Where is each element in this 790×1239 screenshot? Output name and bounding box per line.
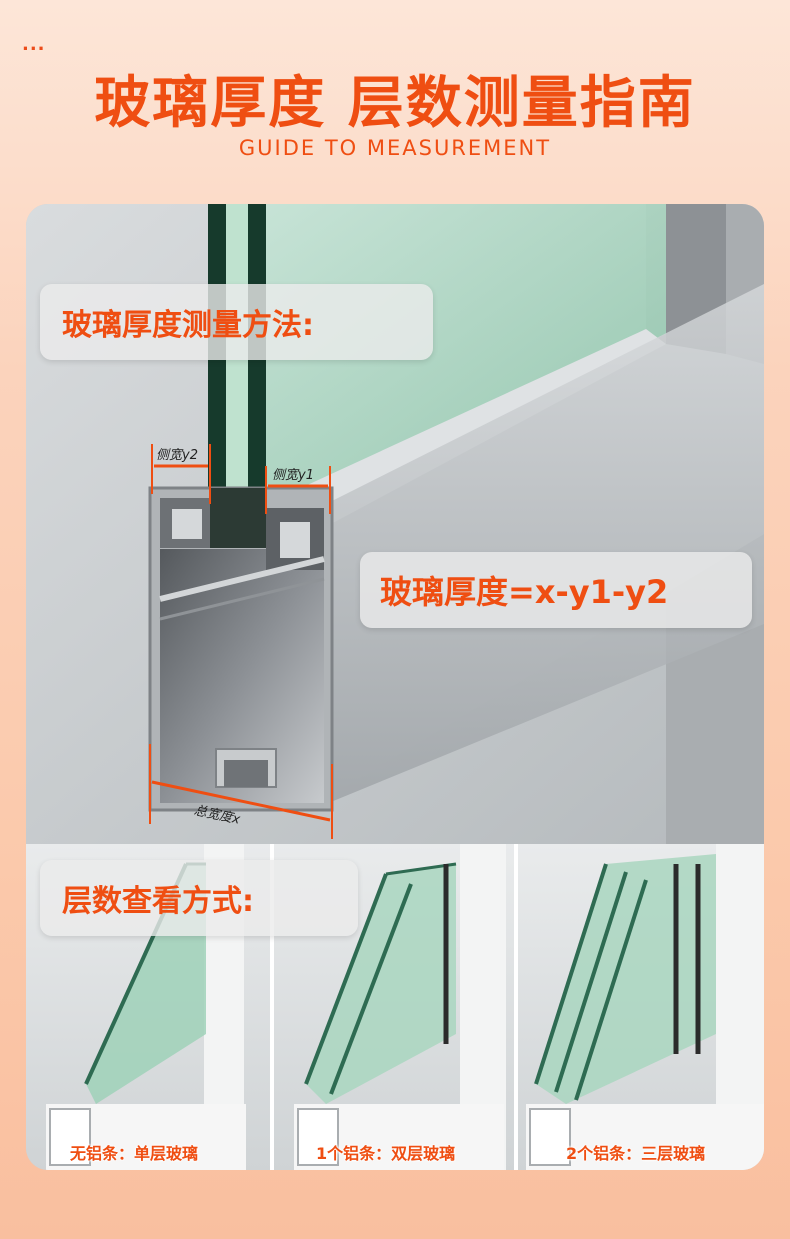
- thickness-method-heading-text: 玻璃厚度测量方法:: [62, 308, 314, 343]
- triple-glass-example: [526, 844, 764, 1170]
- double-glass-example: [294, 844, 506, 1170]
- page-subtitle: GUIDE TO MEASUREMENT: [238, 136, 552, 160]
- thickness-formula: 玻璃厚度=x-y1-y2: [360, 552, 752, 628]
- double-layer-caption: 1个铝条：双层玻璃: [316, 1144, 456, 1163]
- page-title: 玻璃厚度 层数测量指南: [94, 71, 696, 136]
- illustration-panel: 玻璃厚度测量方法: 玻璃厚度=x-y1-y2 侧宽y2 侧宽y1 总宽度x 层数…: [26, 204, 764, 1170]
- thickness-method-heading: 玻璃厚度测量方法:: [40, 284, 433, 360]
- thickness-formula-text: 玻璃厚度=x-y1-y2: [380, 573, 669, 611]
- side-width-y2-label: 侧宽y2: [156, 448, 198, 463]
- decorative-dots: ...: [22, 34, 46, 55]
- single-layer-caption: 无铝条：单层玻璃: [70, 1144, 199, 1163]
- layers-method-heading-text: 层数查看方式:: [62, 884, 254, 919]
- side-width-y1-label: 侧宽y1: [272, 468, 314, 483]
- layers-method-heading: 层数查看方式:: [40, 860, 358, 936]
- triple-layer-caption: 2个铝条：三层玻璃: [566, 1144, 706, 1163]
